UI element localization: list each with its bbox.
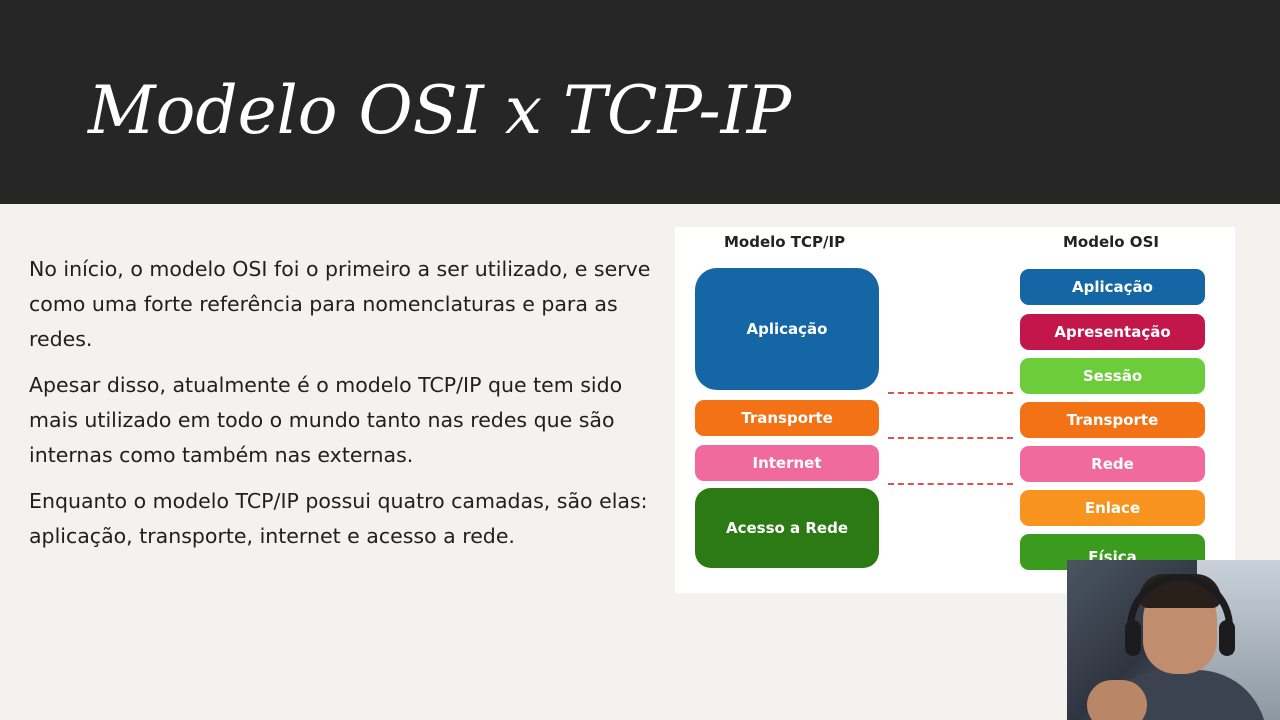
paragraph-3: Enquanto o modelo TCP/IP possui quatro c…	[29, 489, 648, 548]
tcpip-layer-internet: Internet	[695, 445, 879, 481]
osi-layer-sessao: Sessão	[1020, 358, 1205, 394]
tcpip-layer-transporte: Transporte	[695, 400, 879, 436]
osi-layer-rede: Rede	[1020, 446, 1205, 482]
osi-layer-apresentacao: Apresentação	[1020, 314, 1205, 350]
webcam-overlay	[1067, 560, 1280, 720]
connector-line-1	[888, 392, 1013, 394]
osi-layer-aplicacao: Aplicação	[1020, 269, 1205, 305]
osi-heading: Modelo OSI	[1063, 233, 1159, 251]
headset-ear-left	[1125, 620, 1141, 656]
slide-title: Modelo OSI x TCP-IP	[88, 72, 792, 149]
slide-header: Modelo OSI x TCP-IP	[0, 0, 1280, 204]
connector-line-3	[888, 483, 1013, 485]
connector-line-2	[888, 437, 1013, 439]
tcpip-heading: Modelo TCP/IP	[724, 233, 846, 251]
paragraph-2: Apesar disso, atualmente é o modelo TCP/…	[29, 373, 623, 467]
osi-tcpip-diagram: Modelo TCP/IP Modelo OSI Aplicação Trans…	[675, 227, 1235, 593]
headset-icon	[1127, 574, 1233, 654]
presenter-hand	[1087, 680, 1147, 720]
osi-layer-transporte: Transporte	[1020, 402, 1205, 438]
headset-ear-right	[1219, 620, 1235, 656]
tcpip-layer-acesso-rede: Acesso a Rede	[695, 488, 879, 568]
paragraph-1: No início, o modelo OSI foi o primeiro a…	[29, 257, 651, 351]
slide-body: No início, o modelo OSI foi o primeiro a…	[29, 252, 654, 565]
osi-layer-enlace: Enlace	[1020, 490, 1205, 526]
tcpip-layer-aplicacao: Aplicação	[695, 268, 879, 390]
